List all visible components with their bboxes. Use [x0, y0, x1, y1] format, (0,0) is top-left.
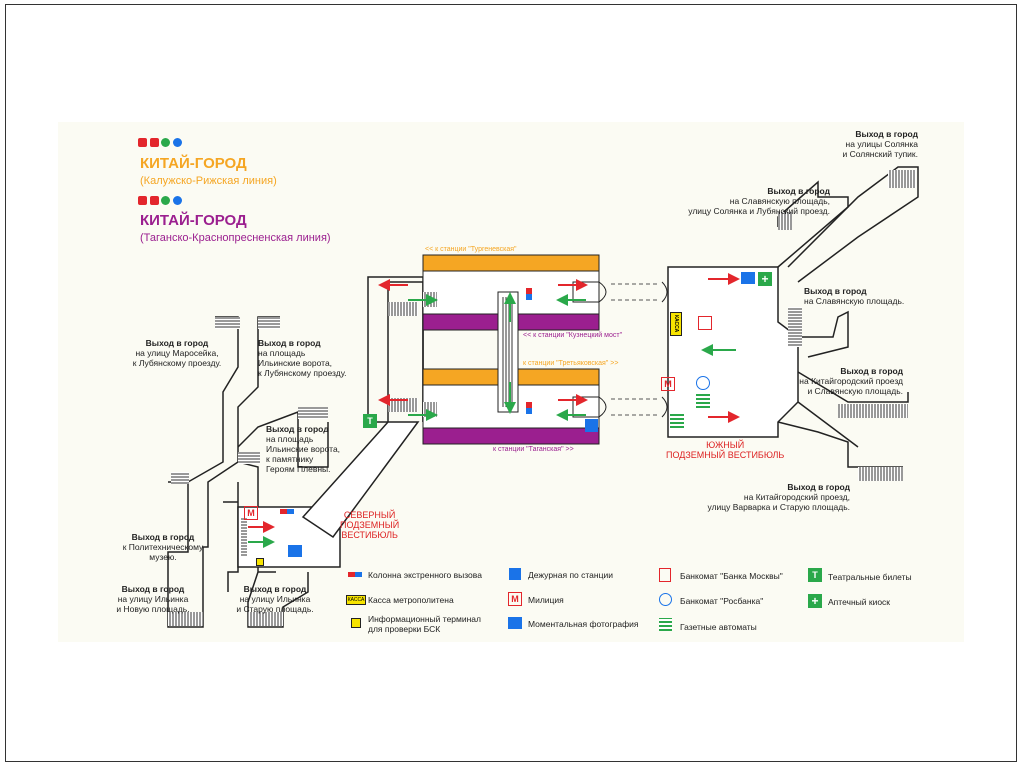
stair-staraya: [248, 612, 283, 626]
line2-subtitle: (Таганско-Краснопресненская линия): [140, 232, 331, 244]
page-frame: [5, 4, 1017, 762]
metro-icon-south: М: [661, 377, 675, 391]
line2-title: КИТАЙ-ГОРОД: [140, 212, 247, 229]
station-plan: КИТАЙ-ГОРОД (Калужско-Рижская линия) КИТ…: [58, 122, 964, 642]
platform-label-tretyakovskaya: к станции "Третьяковская" >>: [523, 360, 619, 367]
stair-maroseyka: [215, 317, 240, 329]
legend-terminal: Информационный терминал для проверки БСК: [368, 614, 481, 634]
platform-label-turgenevskaya: << к станции "Тургеневская": [425, 246, 517, 253]
direction-arrows: [248, 273, 740, 548]
legend-atm-rosbank: Банкомат "Росбанка": [680, 596, 764, 606]
legend-emergency-icon: [348, 572, 362, 577]
newspaper-icon: [696, 394, 710, 408]
north-escalator-tube: [301, 421, 420, 539]
emergency-column-icon-3: [526, 402, 532, 414]
green-icon: [161, 138, 171, 147]
pharmacy-icon: +: [758, 272, 772, 286]
platform-label-kuznetsky: << к станции "Кузнецкий мост": [523, 332, 623, 339]
turnstiles-north: [241, 517, 247, 557]
line1-subtitle: (Калужско-Рижская линия): [140, 175, 277, 187]
theatre-icon: Т: [363, 414, 377, 428]
emergency-column-icon: [280, 509, 294, 514]
stair-polytech: [171, 472, 189, 484]
platform-label-taganskaya: к станции "Таганская" >>: [493, 446, 574, 453]
wheelchair-icon: [138, 196, 147, 205]
wheelchair-icon: [138, 138, 147, 147]
atm-icon: [149, 196, 159, 205]
legend-newspaper: Газетные автоматы: [680, 622, 757, 632]
stair-kitaygorodsky2: [858, 467, 903, 481]
stair-novaya: [168, 612, 203, 626]
mini-icons: [138, 138, 182, 149]
atm-mosbank-icon: [698, 316, 712, 330]
legend-newspaper-icon: [659, 618, 672, 631]
legend-photo-icon: [508, 617, 522, 629]
legend-atm-mosbank-icon: [659, 568, 671, 582]
legend-pharmacy: Аптечный киоск: [828, 597, 891, 607]
stair-ilinskie2: [298, 407, 328, 419]
globe-icon: [172, 196, 182, 205]
stair-n2: [388, 398, 418, 412]
kassa-icon: КАССА: [670, 312, 682, 336]
legend-police: Милиция: [528, 595, 564, 605]
south-vestibule-hall: [667, 266, 799, 438]
legend-theatre: Театральные билеты: [828, 572, 912, 582]
stair-solyanka: [888, 170, 916, 188]
metro-icon: М: [244, 506, 258, 520]
legend-police-icon: М: [508, 592, 522, 606]
mini-icons-2: [138, 196, 182, 207]
legend-kassa-icon: КАССА: [346, 595, 366, 605]
legend-emergency: Колонна экстренного вызова: [368, 570, 482, 580]
photo-icon-south: [741, 272, 755, 284]
legend-theatre-icon: Т: [808, 568, 822, 582]
stair-s1: [778, 212, 792, 230]
emergency-column-icon-2: [526, 288, 532, 300]
stair-slavyanskaya: [788, 307, 802, 347]
atm-rosbank-icon: [696, 376, 710, 390]
north-vestibule-label: СЕВЕРНЫЙ ПОДЗЕМНЫЙ ВЕСТИБЮЛЬ: [340, 510, 400, 540]
legend-atm-mosbank: Банкомат "Банка Москвы": [680, 571, 783, 581]
stair-n1: [388, 302, 418, 316]
terminal-icon: [256, 558, 264, 566]
passage-connectors: [611, 283, 660, 416]
legend-photo: Моментальная фотография: [528, 619, 639, 629]
stair-kitaygorodsky1: [838, 404, 908, 418]
legend-atm-rosbank-icon: [659, 593, 672, 606]
legend-duty-icon: [509, 568, 521, 580]
photo-icon: [288, 545, 302, 557]
legend-duty: Дежурная по станции: [528, 570, 613, 580]
stair-ilinskie1: [258, 317, 280, 329]
stair-mid: [238, 452, 260, 464]
south-vestibule-label: ЮЖНЫЙ ПОДЗЕМНЫЙ ВЕСТИБЮЛЬ: [666, 440, 785, 460]
atm-icon: [149, 138, 159, 147]
legend-pharmacy-icon: +: [808, 594, 822, 608]
line1-title: КИТАЙ-ГОРОД: [140, 155, 247, 172]
legend-kassa: Касса метрополитена: [368, 595, 454, 605]
plan-drawing: [167, 166, 919, 628]
globe-icon: [172, 138, 182, 147]
newspaper-icon-2: [670, 414, 684, 428]
green-icon: [161, 196, 171, 205]
legend-terminal-icon: [351, 618, 361, 628]
duty-icon: [585, 419, 598, 432]
